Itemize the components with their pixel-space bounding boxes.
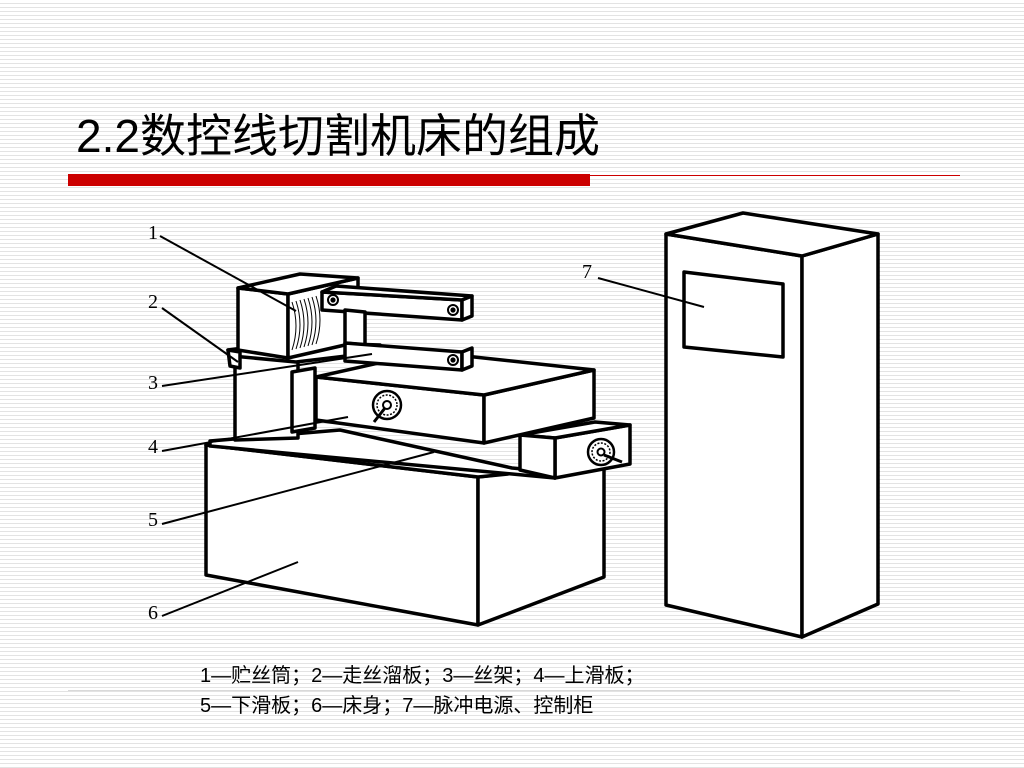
callout-3: 3 [148,372,158,394]
slide-title: 2.2数控线切割机床的组成 [76,110,600,162]
title-underline [590,175,960,176]
wire-frame [233,348,317,442]
title-accent-bar [68,174,590,186]
control-cabinet [664,211,880,639]
callout-4: 4 [148,436,158,458]
leader-lines [159,235,705,617]
legend-line-2: 5—下滑板；6—床身；7—脉冲电源、控制柜 [200,695,594,717]
handwheel-lower [586,437,623,467]
callout-2: 2 [148,291,158,313]
wire-arm [320,284,474,372]
callout-1: 1 [148,222,158,244]
component-legend: 1—贮丝筒；2—走丝溜板；3—丝架；4—上滑板； 5—下滑板；6—床身；7—脉冲… [200,661,645,721]
handwheel-upper [371,389,403,423]
legend-line-1: 1—贮丝筒；2—走丝溜板；3—丝架；4—上滑板； [200,665,645,687]
callout-5: 5 [148,509,158,531]
footer-divider [68,690,960,691]
arm-bolts [327,294,459,366]
callout-7: 7 [582,261,592,283]
callout-6: 6 [148,602,158,624]
drum-texture [291,295,321,351]
